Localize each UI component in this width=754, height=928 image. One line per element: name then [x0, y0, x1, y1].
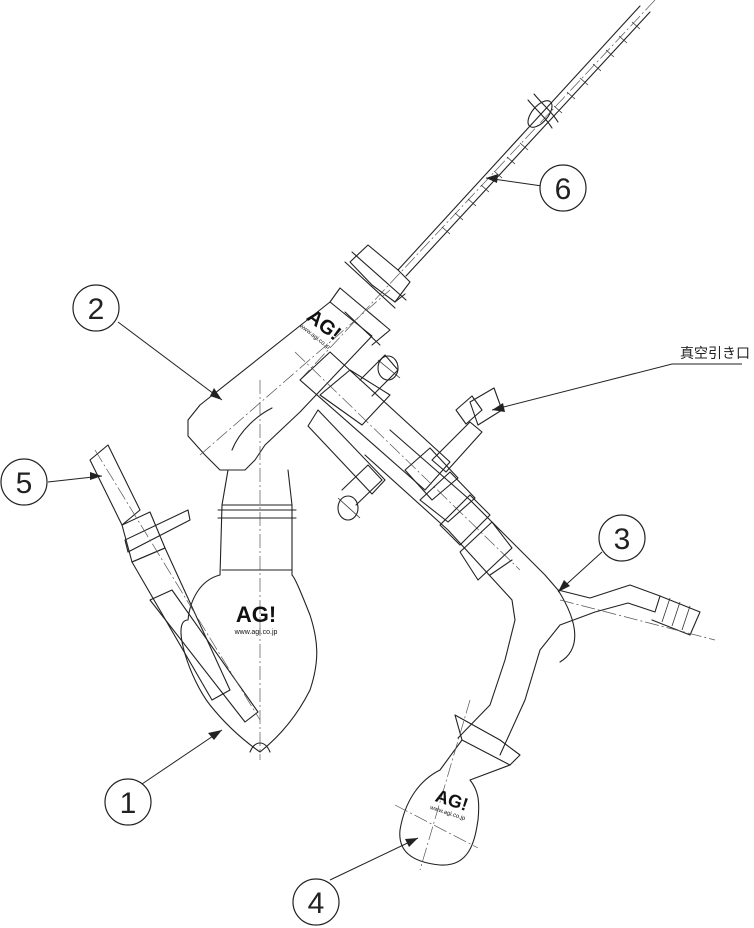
logo-receiving-flask: AG! www.agi.co.jp [428, 786, 470, 823]
still-head [187, 287, 521, 760]
callout-6: 6 [539, 164, 587, 212]
logo-boiling-flask: AG! www.agi.co.jp [234, 602, 278, 636]
condenser [364, 429, 716, 766]
thermometer [299, 0, 656, 381]
callout-5: 5 [0, 458, 48, 506]
boiling-flask [180, 504, 318, 753]
callout-2: 2 [72, 284, 120, 332]
logo-still-head: AG! www.agi.co.jp [297, 305, 345, 351]
vacuum-outlet [431, 387, 503, 473]
vacuum-jacket [307, 354, 401, 521]
leader-lines [47, 174, 742, 881]
callout-4: 4 [292, 878, 340, 926]
callout-1-number: 1 [120, 787, 137, 820]
callout-5-number: 5 [16, 467, 33, 500]
receiving-flask [394, 699, 511, 871]
vacuum-port-label: 真空引き口 [680, 345, 750, 361]
capillary-inlet [89, 444, 261, 723]
callout-6-number: 6 [555, 173, 572, 206]
callout-3-number: 3 [614, 523, 631, 556]
callout-4-number: 4 [308, 887, 325, 920]
callout-2-number: 2 [88, 293, 105, 326]
logo-url: www.agi.co.jp [234, 629, 278, 636]
callout-3: 3 [598, 514, 646, 562]
callout-1: 1 [104, 778, 152, 826]
logo-text: AG! [236, 602, 276, 627]
